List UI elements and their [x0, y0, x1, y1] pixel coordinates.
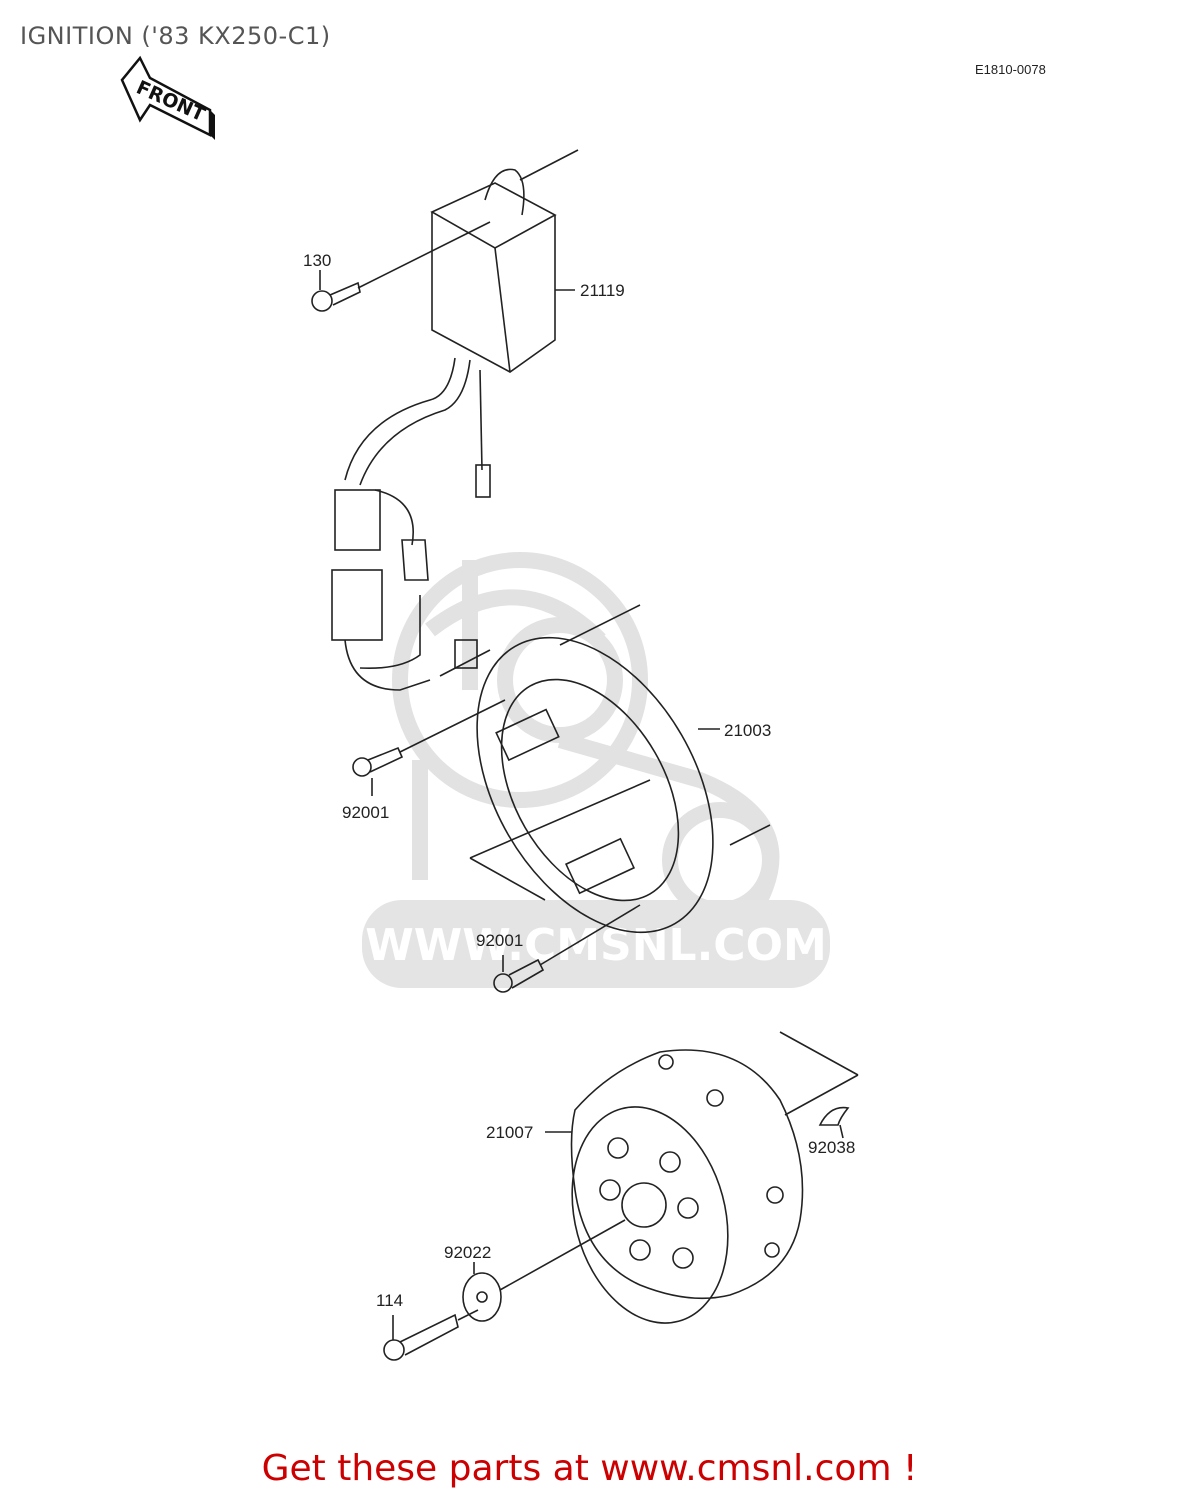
- part-21119-cdi-unit[interactable]: [430, 149, 579, 373]
- part-114-bolt[interactable]: [383, 1309, 479, 1361]
- label-130[interactable]: 130: [303, 251, 331, 270]
- label-92038[interactable]: 92038: [808, 1138, 855, 1157]
- label-92001-lower[interactable]: 92001: [476, 931, 523, 950]
- watermark-text: WWW.CMSNL.COM: [365, 920, 827, 971]
- label-114[interactable]: 114: [376, 1291, 403, 1310]
- watermark-logo: [392, 552, 780, 918]
- diagram-title: IGNITION ('83 KX250-C1): [20, 22, 331, 50]
- label-21003[interactable]: 21003: [724, 721, 771, 740]
- part-92038-key[interactable]: [818, 1106, 850, 1126]
- part-21007-flywheel[interactable]: [549, 1031, 859, 1341]
- label-21119[interactable]: 21119: [580, 281, 625, 300]
- svg-text:FRONT: FRONT: [133, 76, 208, 126]
- label-92022[interactable]: 92022: [444, 1243, 491, 1262]
- part-130-bolt[interactable]: [311, 221, 491, 312]
- part-92001-bolt-lower[interactable]: [493, 904, 641, 993]
- part-92022-washer[interactable]: [462, 1219, 626, 1322]
- part-92001-bolt-upper[interactable]: [352, 699, 506, 777]
- label-21007[interactable]: 21007: [486, 1123, 533, 1142]
- footer-link[interactable]: Get these parts at www.cmsnl.com !: [261, 1448, 918, 1489]
- part-21003-stator[interactable]: [428, 596, 771, 973]
- diagram-code: E1810-0078: [975, 62, 1046, 77]
- watermark-banner: [362, 900, 830, 988]
- front-arrow-icon: FRONT: [120, 55, 215, 140]
- label-92001-upper[interactable]: 92001: [342, 803, 389, 822]
- wiring-harness: [331, 357, 491, 691]
